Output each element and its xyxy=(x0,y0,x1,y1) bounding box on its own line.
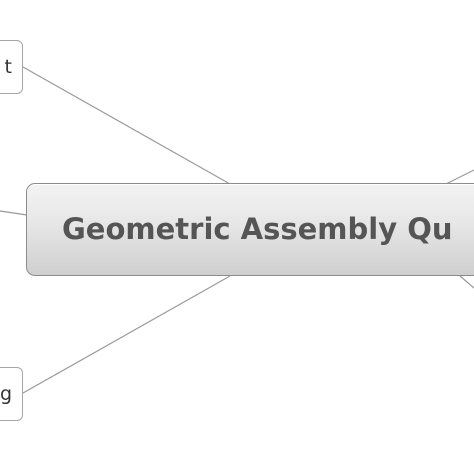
central-topic-title: Geometric Assembly Qu xyxy=(62,212,453,246)
connector-right-upper xyxy=(445,169,474,185)
connector-middle-branch xyxy=(0,210,28,216)
connector-top-branch xyxy=(22,66,231,185)
branch-node-bottom[interactable]: g xyxy=(0,367,23,421)
branch-node-top[interactable]: t xyxy=(0,40,23,94)
central-topic-node[interactable]: Geometric Assembly Qu xyxy=(26,183,474,276)
connector-bottom-branch xyxy=(22,275,231,394)
branch-label-top: t xyxy=(4,56,12,78)
branch-label-bottom: g xyxy=(0,383,12,405)
connector-right-lower xyxy=(459,275,474,289)
